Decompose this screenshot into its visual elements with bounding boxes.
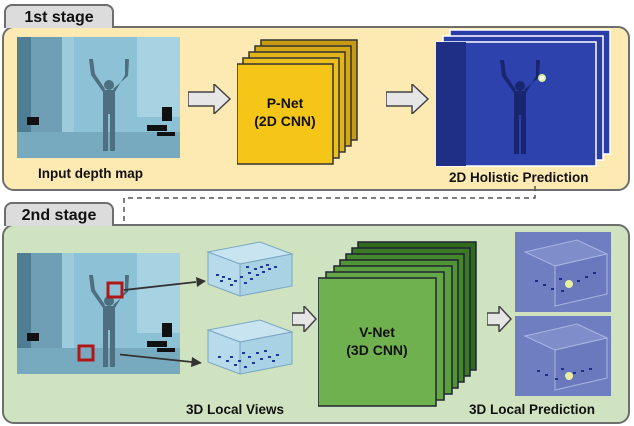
roi-box-lower <box>77 344 95 362</box>
pnet-block: P-Net (2D CNN) <box>237 38 363 166</box>
local-view-lower <box>200 316 296 378</box>
local-prediction-upper <box>515 232 611 312</box>
local-view-upper <box>200 238 296 300</box>
roi-box-upper <box>106 281 124 299</box>
arrow-pnet-to-prediction <box>386 84 430 114</box>
holistic-prediction-label: 2D Holistic Prediction <box>449 170 589 185</box>
stage2-tab: 2nd stage <box>4 202 114 226</box>
stage1-tab: 1st stage <box>4 4 114 28</box>
pnet-title: P-Net <box>266 95 304 111</box>
input-depth-map-label: Input depth map <box>38 166 143 181</box>
local-views-label: 3D Local Views <box>186 402 285 417</box>
pnet-subtitle: (2D CNN) <box>254 113 316 129</box>
arrow-input-to-pnet <box>188 84 232 114</box>
holistic-prediction-stack <box>435 28 616 170</box>
vnet-subtitle: (3D CNN) <box>346 342 408 358</box>
vnet-title: V-Net <box>359 324 395 340</box>
local-prediction-label: 3D Local Prediction <box>469 402 596 417</box>
stage2-depth-map-image <box>17 253 180 374</box>
roi-arrows <box>120 277 206 367</box>
vnet-block: V-Net (3D CNN) <box>318 240 478 410</box>
arrow-views-to-vnet <box>292 306 318 332</box>
input-depth-map-image <box>17 37 180 158</box>
local-prediction-lower <box>515 316 611 396</box>
arrow-vnet-to-prediction <box>487 306 513 332</box>
